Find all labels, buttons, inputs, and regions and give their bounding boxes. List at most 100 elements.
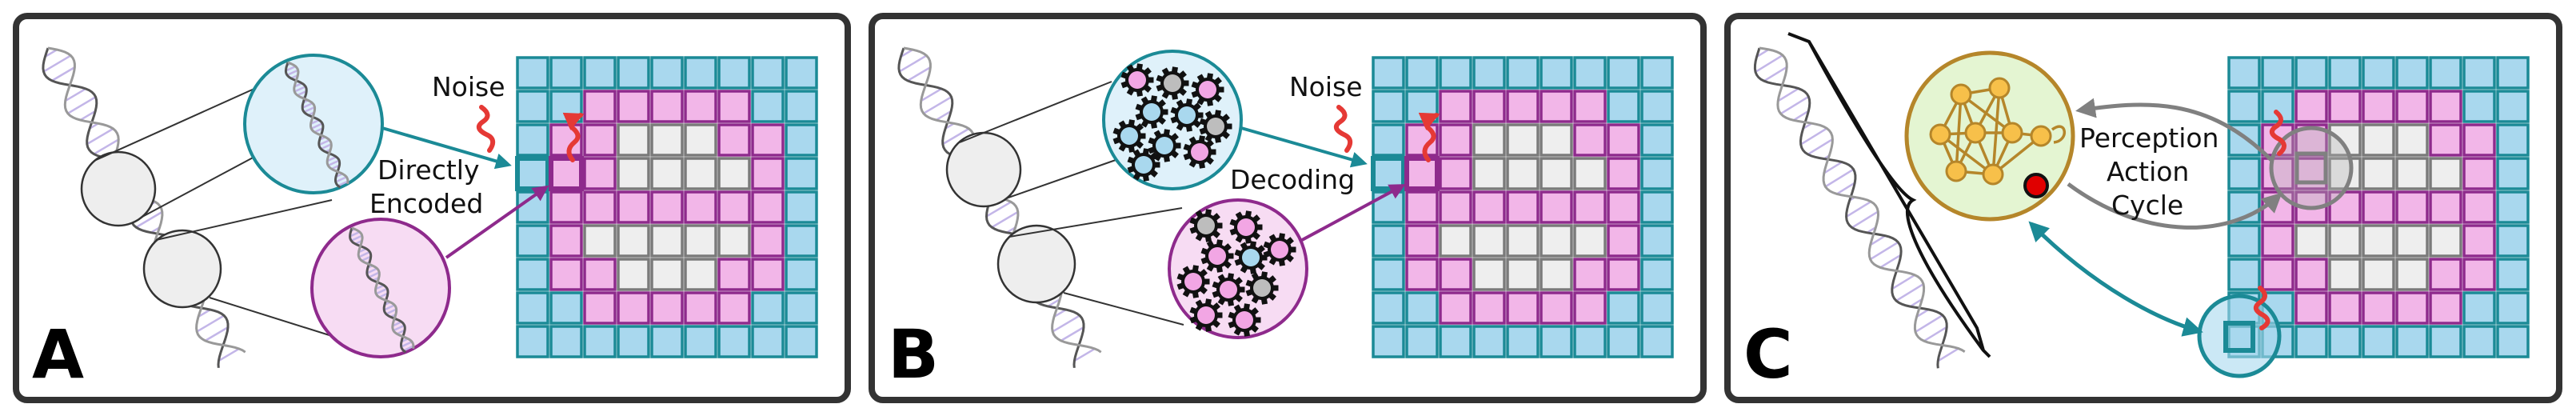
gear-icon (1228, 303, 1261, 337)
grid-cell (549, 157, 583, 190)
grid-cell (785, 258, 818, 291)
grid-cell (2395, 258, 2429, 291)
grid-cell (2462, 56, 2496, 90)
network-node (2001, 122, 2023, 144)
zoom-connector (1063, 292, 1184, 326)
zoom-connector (155, 199, 333, 241)
genome-brace (1787, 32, 1991, 358)
grid-cell (2362, 56, 2395, 90)
grid-cell (2496, 90, 2530, 123)
grid-cell (1372, 224, 1405, 258)
grid-cell (1607, 56, 1640, 90)
panel-letter: A (32, 315, 84, 394)
zoom-connector (140, 155, 257, 218)
grid-cell (1540, 224, 1573, 258)
panel-letter: C (1743, 315, 1793, 394)
grid-cell (516, 90, 549, 123)
grid-cell (1472, 258, 1506, 291)
grid-cell (2294, 224, 2328, 258)
gear-cluster (1176, 209, 1296, 337)
grid-cell (2429, 224, 2462, 258)
grid-cell (2429, 56, 2462, 90)
grid-cell (2395, 224, 2429, 258)
grid-cell (751, 90, 785, 123)
dna-helix-zoomed (349, 226, 415, 354)
grid-cell (2429, 190, 2462, 224)
grid-cell (2429, 90, 2462, 123)
dna-zoom-region-upper (945, 131, 1022, 208)
annotation-line: Decoding (1230, 164, 1355, 195)
dna-zoom-region-lower (996, 224, 1076, 304)
arrow-to-cell-teal (1240, 126, 1368, 168)
grid-cell (2429, 258, 2462, 291)
grid-cell (1640, 157, 1674, 190)
arrow-to-cell-teal (381, 126, 512, 170)
grid-cell (785, 291, 818, 325)
grid-cell (2328, 123, 2362, 157)
grid-cell (583, 157, 617, 190)
grid-cell (1573, 190, 1607, 224)
grid-cell (2227, 157, 2261, 190)
grid-cell (2362, 157, 2395, 190)
grid-cell (549, 325, 583, 358)
grid-cell (1439, 56, 1472, 90)
grid-cell (1372, 90, 1405, 123)
grid-cell (1405, 258, 1439, 291)
grid-cell (1607, 291, 1640, 325)
grid-cell (751, 157, 785, 190)
network-node (1945, 160, 1967, 182)
grid-cell (1540, 90, 1573, 123)
grid-cell (2496, 190, 2530, 224)
grid-cell (617, 291, 650, 325)
grid-cell (1640, 90, 1674, 123)
grid-cell (1506, 123, 1540, 157)
panel-b: Noise Decoding B (869, 13, 1707, 403)
grid-cell (1472, 224, 1506, 258)
perception-focus-circle (2269, 126, 2354, 210)
grid-cell (1439, 224, 1472, 258)
grid-cell (2496, 258, 2530, 291)
grid-cell (1372, 56, 1405, 90)
grid-cell (583, 190, 617, 224)
grid-cell (1472, 190, 1506, 224)
grid-cell (684, 90, 717, 123)
grid-cell (2227, 258, 2261, 291)
gear-icon (1183, 135, 1216, 169)
grid-cell (617, 90, 650, 123)
grid-cell (2227, 56, 2261, 90)
grid-cell (1573, 157, 1607, 190)
grid-cell (1405, 291, 1439, 325)
zoom-connector (95, 87, 257, 161)
grid-cell (2462, 90, 2496, 123)
grid-cell (1439, 123, 1472, 157)
grid-cell (1372, 123, 1405, 157)
grid-cell (549, 56, 583, 90)
grid-cell (1506, 291, 1540, 325)
grid-cell (2328, 157, 2362, 190)
grid-cell (1607, 190, 1640, 224)
noise-label: Noise (432, 71, 505, 102)
grid-cell (2496, 224, 2530, 258)
network-node (1929, 123, 1951, 146)
panel-letter: B (888, 315, 939, 394)
grid-cell (1439, 291, 1472, 325)
gear-icon (1127, 148, 1160, 182)
grid-cell (516, 325, 549, 358)
grid-cell (549, 291, 583, 325)
pattern-grid (1372, 56, 1674, 358)
grid-cell (1372, 291, 1405, 325)
gear-icon (1176, 265, 1210, 298)
network-node (1964, 122, 1987, 144)
grid-cell (1573, 325, 1607, 358)
grid-cell (717, 123, 751, 157)
arrow-to-cell-purple (1301, 184, 1406, 242)
grid-cell (717, 90, 751, 123)
grid-cell (717, 224, 751, 258)
grid-cell (2395, 190, 2429, 224)
highlighted-cell-purple (1404, 156, 1440, 191)
grid-cell (1573, 90, 1607, 123)
grid-cell (785, 190, 818, 224)
grid-cell (1439, 258, 1472, 291)
grid-cell (2462, 123, 2496, 157)
grid-cell (785, 224, 818, 258)
